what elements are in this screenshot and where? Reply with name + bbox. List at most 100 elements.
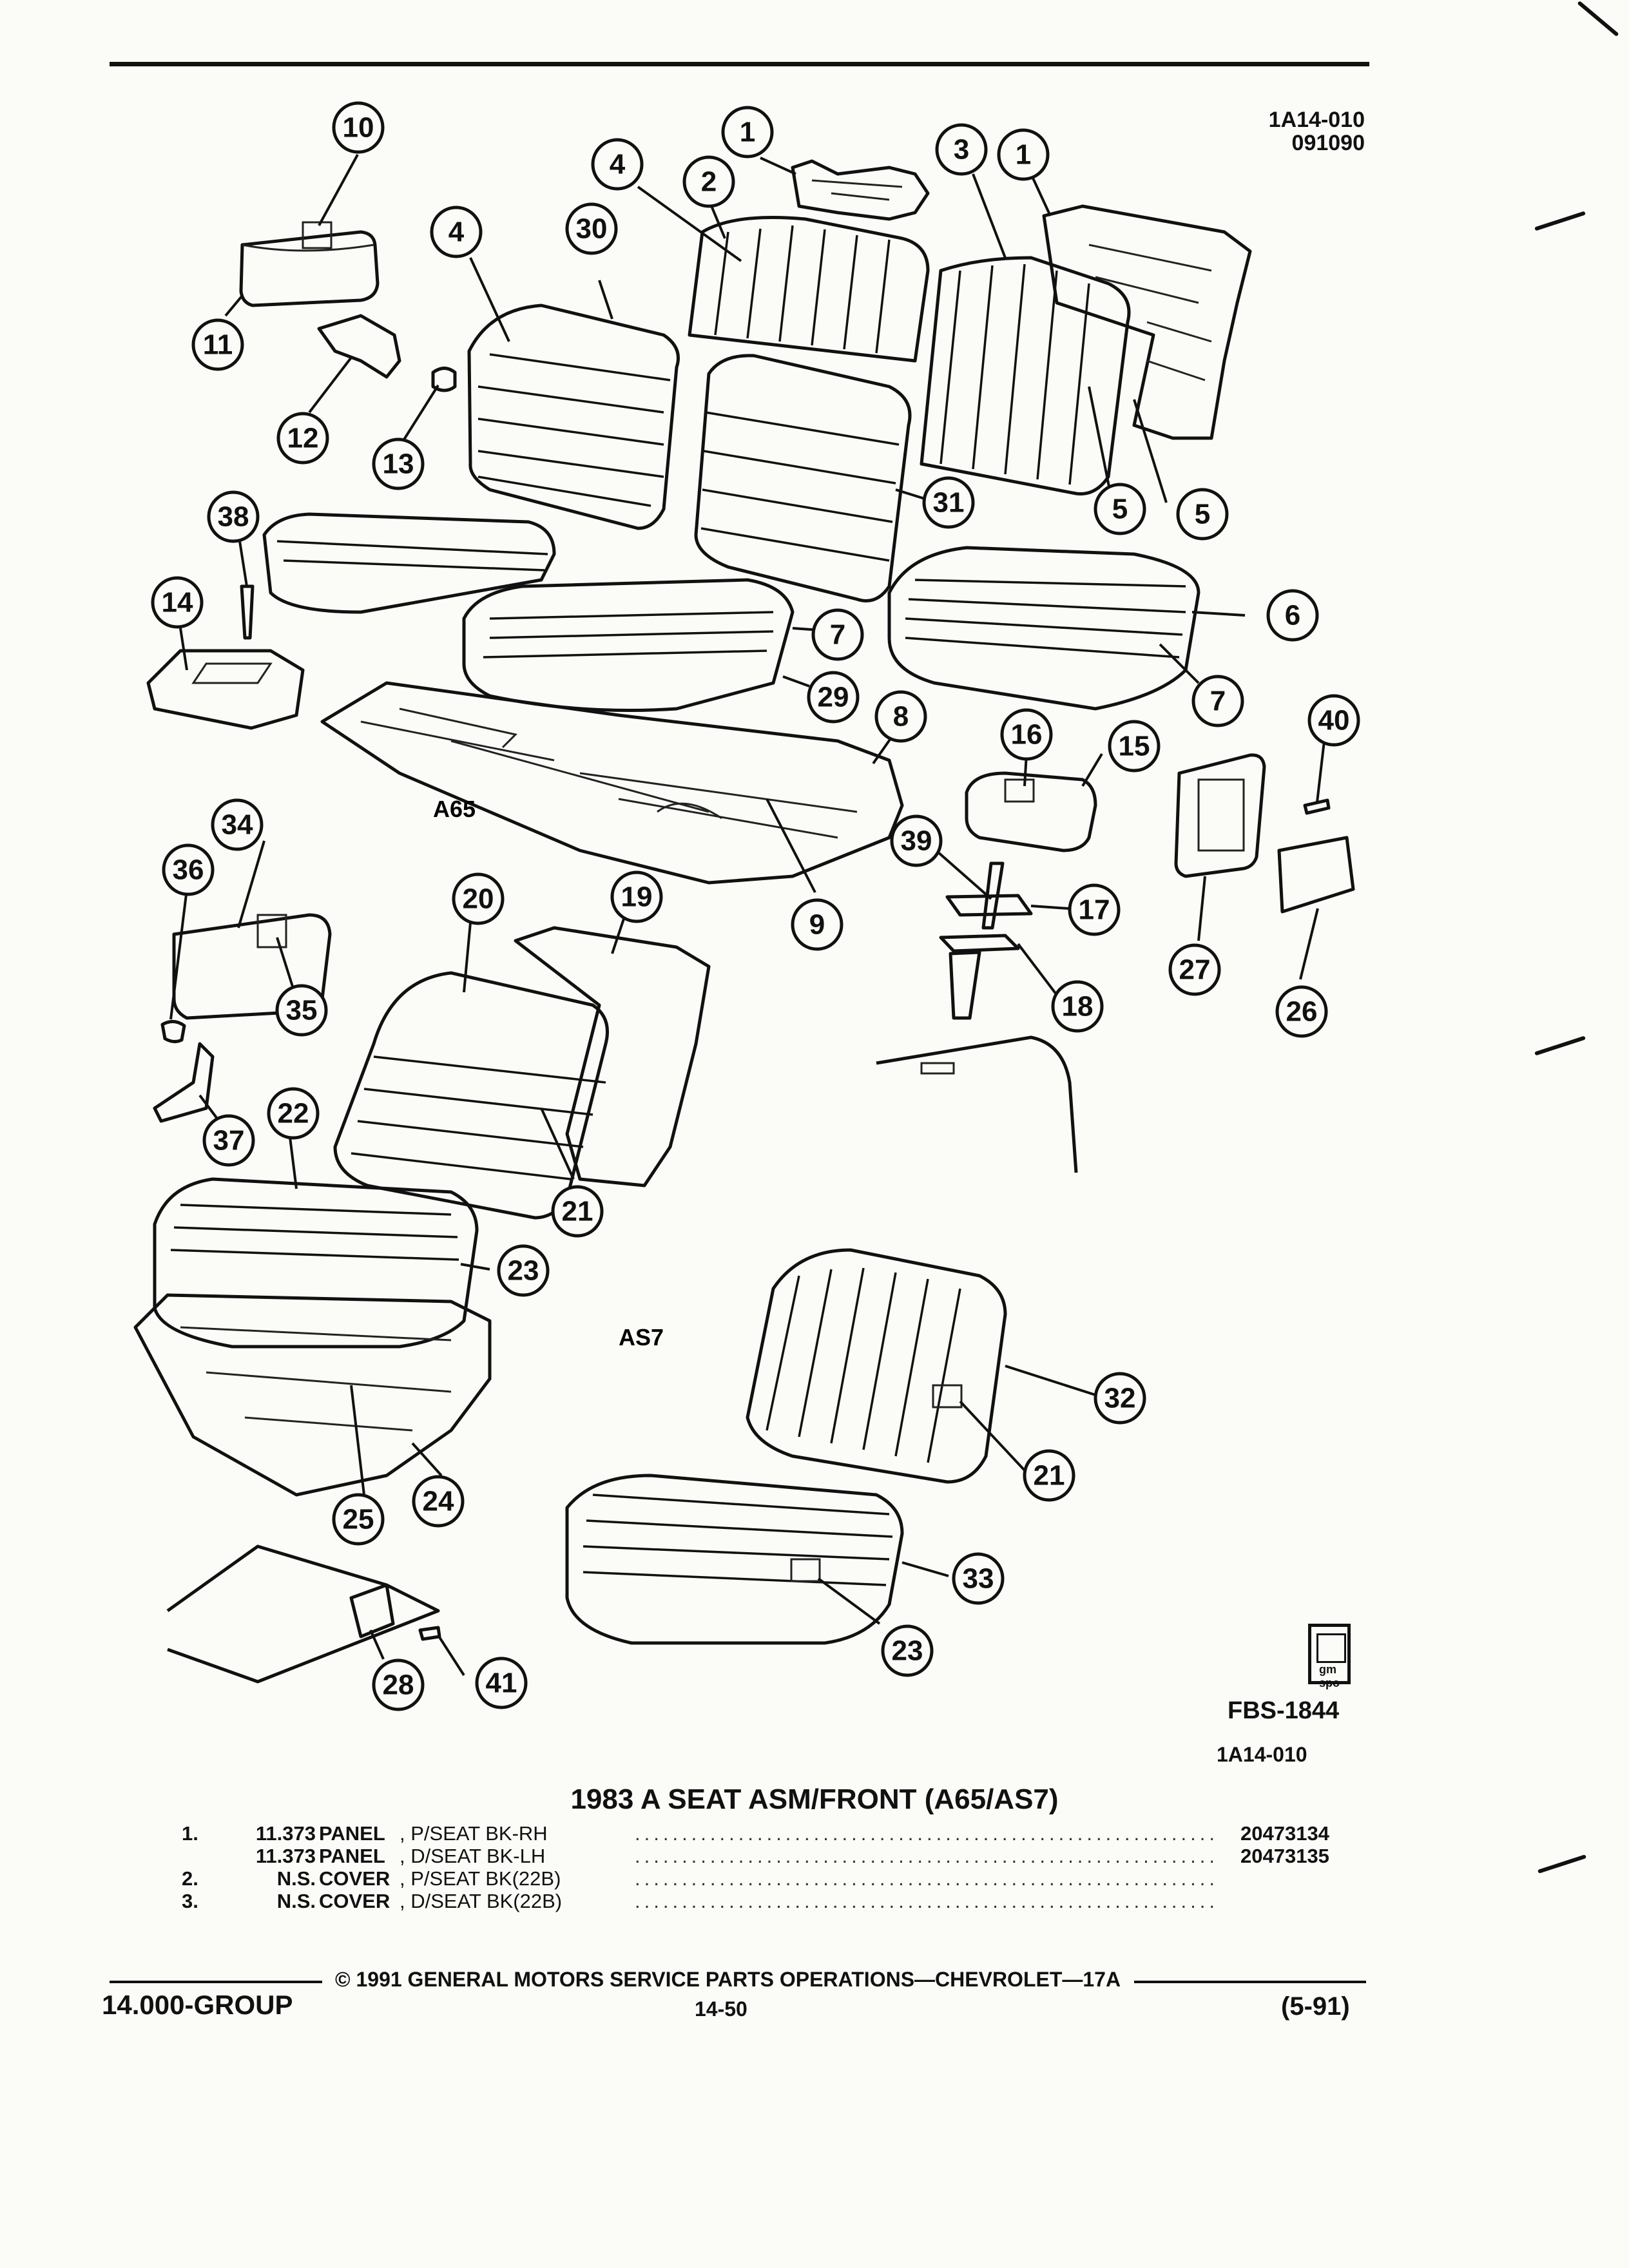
date-code: 091090: [1291, 131, 1365, 155]
callout-15: 15: [1108, 720, 1161, 773]
svg-text:19: 19: [621, 881, 653, 913]
parts-row: 11.373 PANEL , D/SEAT BK-LH ............…: [255, 1845, 1329, 1867]
callout-14: 14: [151, 576, 204, 629]
svg-text:38: 38: [218, 501, 249, 533]
svg-text:5: 5: [1112, 494, 1128, 525]
svg-text:25: 25: [343, 1504, 374, 1535]
callout-27: 27: [1168, 943, 1221, 996]
label-a65: A65: [433, 796, 476, 822]
callout-38: 38: [207, 490, 260, 543]
hinge-plate-part: [945, 894, 1033, 917]
armrest-part: [965, 771, 1097, 852]
door-panel-part: [876, 1035, 1078, 1173]
svg-text:23: 23: [508, 1255, 539, 1287]
group-label: 14.000-GROUP: [102, 1990, 293, 2020]
svg-text:8: 8: [893, 701, 909, 733]
callout-26: 26: [1275, 985, 1328, 1038]
rear-seat-back-part: [688, 216, 1131, 495]
callout-4: 4: [591, 138, 644, 191]
callout-32: 32: [1094, 1372, 1146, 1425]
svg-text:28: 28: [383, 1669, 414, 1701]
callout-6: 6: [1266, 589, 1319, 642]
callout-35: 35: [275, 984, 328, 1037]
callout-21b: 21: [1023, 1449, 1075, 1502]
as7-seat-cushion-part: [565, 1474, 904, 1645]
callout-3: 3: [935, 123, 988, 176]
top-rule: [110, 62, 1369, 66]
as7-seat-back-part: [746, 1248, 1007, 1484]
bezel-part: [1174, 753, 1266, 878]
svg-text:40: 40: [1318, 705, 1350, 736]
svg-text:6: 6: [1285, 600, 1300, 631]
svg-text:20: 20: [463, 883, 494, 915]
seat-cushion-left-part: [262, 512, 556, 614]
callout-21: 21: [551, 1185, 604, 1238]
svg-text:1: 1: [740, 117, 755, 148]
svg-text:39: 39: [901, 825, 932, 857]
seat-frame-part: [320, 681, 904, 885]
parts-row: 2. N.S. COVER , P/SEAT BK(22B) .........…: [182, 1867, 1215, 1890]
svg-text:27: 27: [1179, 954, 1211, 986]
latch-part: [1277, 836, 1355, 914]
callout-16: 16: [1000, 708, 1053, 761]
svg-text:21: 21: [1034, 1460, 1065, 1492]
svg-text:26: 26: [1286, 996, 1318, 1028]
callout-36: 36: [162, 843, 215, 896]
page-number: 14-50: [695, 1997, 747, 2021]
footer-rule-right: [1134, 1981, 1366, 1983]
bucket-seat-back-frame-part: [514, 926, 711, 1187]
svg-text:24: 24: [423, 1486, 454, 1517]
bucket-seat-back-part: [333, 971, 609, 1220]
revision-date: (5-91): [1281, 1992, 1350, 2021]
parts-row: 3. N.S. COVER , D/SEAT BK(22B) .........…: [182, 1890, 1215, 1912]
center-seat-back-part: [694, 354, 912, 602]
seat-back-left-part: [467, 303, 680, 530]
pin-part: [981, 861, 1005, 930]
hinge-part: [939, 934, 1020, 1020]
svg-text:15: 15: [1119, 731, 1150, 762]
svg-text:5: 5: [1195, 499, 1210, 530]
leader-lines: [169, 154, 1325, 1677]
parts-row: 1. 11.373 PANEL , P/SEAT BK-RH .........…: [182, 1822, 1329, 1845]
svg-text:35: 35: [286, 995, 318, 1026]
callout-33: 33: [952, 1552, 1005, 1605]
callout-17: 17: [1068, 883, 1121, 936]
callout-1b: 1: [997, 128, 1050, 181]
bracket-part: [153, 1042, 215, 1123]
svg-text:3: 3: [954, 134, 969, 166]
callout-1: 1: [721, 106, 774, 159]
svg-text:36: 36: [173, 854, 204, 886]
callout-24: 24: [412, 1475, 465, 1528]
callout-8: 8: [874, 690, 927, 743]
svg-text:31: 31: [933, 487, 965, 519]
svg-text:32: 32: [1104, 1383, 1136, 1414]
seat-cushion-center-part: [462, 578, 795, 712]
screw-part: [160, 1020, 186, 1044]
svg-text:23: 23: [892, 1635, 923, 1667]
figure-reference: 1A14-010: [1217, 1743, 1307, 1766]
gm-spo-logo: gm spo: [1308, 1624, 1351, 1689]
parts-list-title: 1983 A SEAT ASM/FRONT (A65/AS7): [570, 1783, 1059, 1815]
callout-29: 29: [807, 671, 860, 724]
callout-25: 25: [332, 1493, 385, 1546]
callout-11: 11: [191, 318, 244, 371]
svg-text:29: 29: [818, 682, 849, 713]
callout-7b: 7: [1191, 675, 1244, 727]
bucket-seat-cushion-part: [153, 1177, 479, 1349]
callout-34: 34: [211, 798, 264, 851]
callout-28: 28: [372, 1658, 425, 1711]
svg-text:12: 12: [287, 423, 319, 454]
sill-bracket-part: [349, 1583, 395, 1639]
callout-40: 40: [1307, 694, 1360, 747]
figure-code: 1A14-010: [1268, 108, 1365, 132]
callout-18: 18: [1051, 980, 1104, 1033]
callout-39: 39: [890, 814, 943, 867]
callout-23: 23: [497, 1244, 550, 1297]
callout-22: 22: [267, 1087, 320, 1140]
footer-rule-left: [110, 1981, 322, 1983]
svg-text:37: 37: [213, 1125, 245, 1157]
callout-31: 31: [922, 476, 975, 529]
svg-text:22: 22: [278, 1098, 309, 1129]
exploded-seat-diagram: 10 1 4 2 3 1 4 30 11 12 13 5 5 31 38 14 …: [133, 101, 1360, 1711]
armrest-cover-part: [239, 221, 380, 307]
